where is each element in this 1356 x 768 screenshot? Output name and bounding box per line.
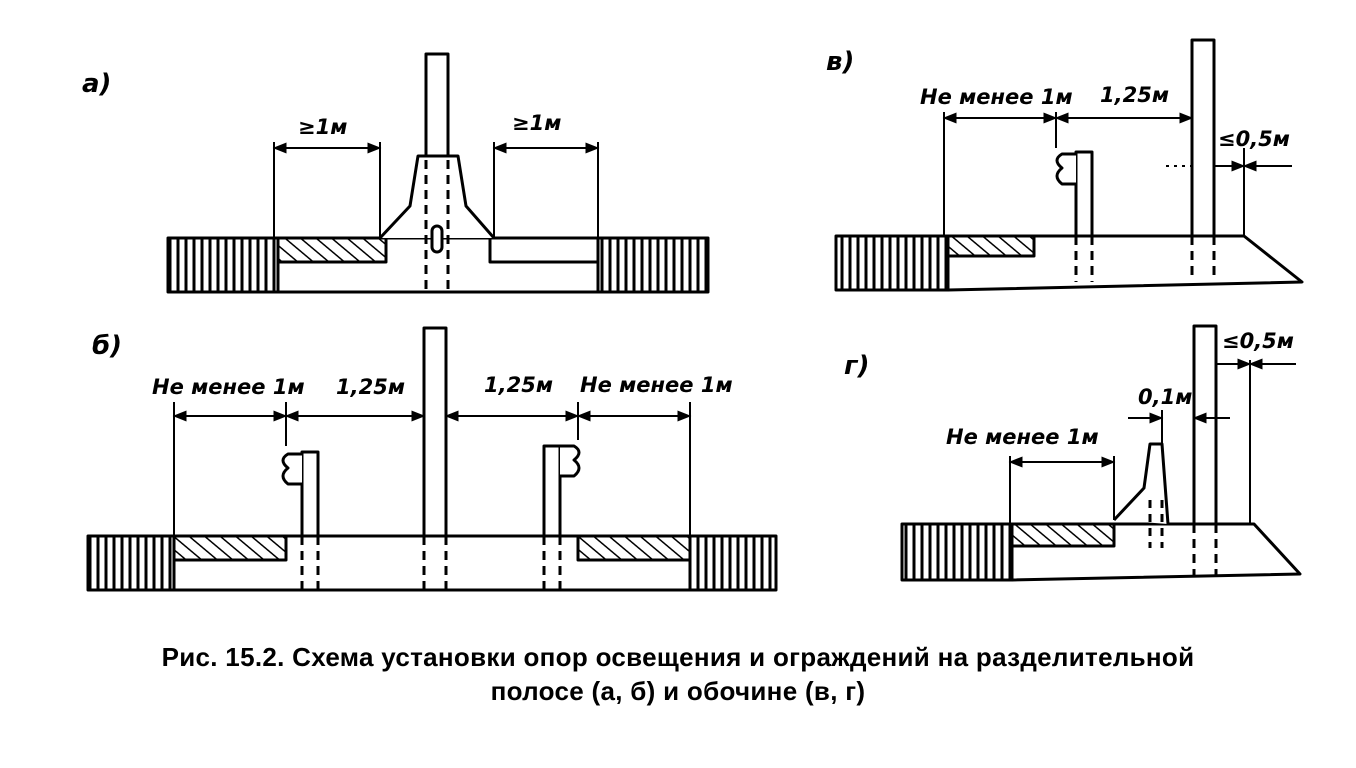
lighting-pole — [1190, 38, 1216, 238]
pavement-right — [688, 534, 778, 592]
dim-label-b-2: 1,25м — [336, 375, 405, 399]
barrier-post — [1074, 150, 1094, 238]
shoulder-slope — [947, 234, 1304, 292]
pavement-left — [86, 534, 176, 592]
shoulder-slope — [1011, 522, 1302, 582]
barrier-post-right — [542, 444, 562, 538]
dim-label-b-1: Не менее 1м — [152, 375, 305, 399]
shoulder-strip — [946, 234, 1036, 258]
dim-label-g-1: Не менее 1м — [946, 425, 1099, 449]
panel-b — [86, 326, 778, 592]
dim-label-v-1: Не менее 1м — [920, 85, 1073, 109]
dim-label-g-3: ≤0,5м — [1222, 329, 1294, 353]
pole-foundation — [378, 154, 496, 240]
panel-v — [834, 38, 1304, 292]
figure-caption-line2: полосе (а, б) и обочине (в, г) — [490, 676, 866, 706]
lighting-pole — [424, 52, 450, 162]
panel-a — [166, 52, 710, 294]
lighting-pole — [422, 326, 448, 538]
pavement — [900, 522, 1014, 582]
dim-label-a-left: ≥1м — [298, 115, 347, 139]
pavement-right — [596, 236, 710, 294]
panel-a-label: а) — [82, 69, 111, 99]
shoulder-strip-right — [488, 236, 600, 264]
shoulder-strip-left — [172, 534, 288, 562]
panel-b-label: б) — [92, 331, 122, 361]
dim-label-b-4: Не менее 1м — [580, 373, 733, 397]
shoulder-strip-right — [576, 534, 692, 562]
barrier-rail-right — [560, 444, 581, 478]
shoulder-strip — [1010, 522, 1116, 548]
panel-v-label: в) — [826, 47, 854, 77]
dim-label-v-2: 1,25м — [1100, 83, 1169, 107]
dim-label-g-2: 0,1м — [1138, 385, 1192, 409]
pavement-left — [166, 236, 280, 294]
pavement — [834, 234, 950, 292]
barrier-rail — [1055, 152, 1076, 186]
panel-g — [900, 324, 1302, 582]
dim-label-b-3: 1,25м — [484, 373, 553, 397]
barrier-rail-left — [281, 452, 302, 486]
barrier-post-left — [300, 450, 320, 538]
figure-caption-line1: Рис. 15.2. Схема установки опор освещени… — [161, 642, 1195, 672]
dim-label-v-3: ≤0,5м — [1218, 127, 1290, 151]
shoulder-strip-left — [276, 236, 388, 264]
lighting-pole — [1192, 324, 1218, 526]
dim-label-a-right: ≥1м — [512, 111, 561, 135]
barrier-parapet — [1112, 442, 1170, 525]
panel-g-label: г) — [844, 351, 869, 381]
